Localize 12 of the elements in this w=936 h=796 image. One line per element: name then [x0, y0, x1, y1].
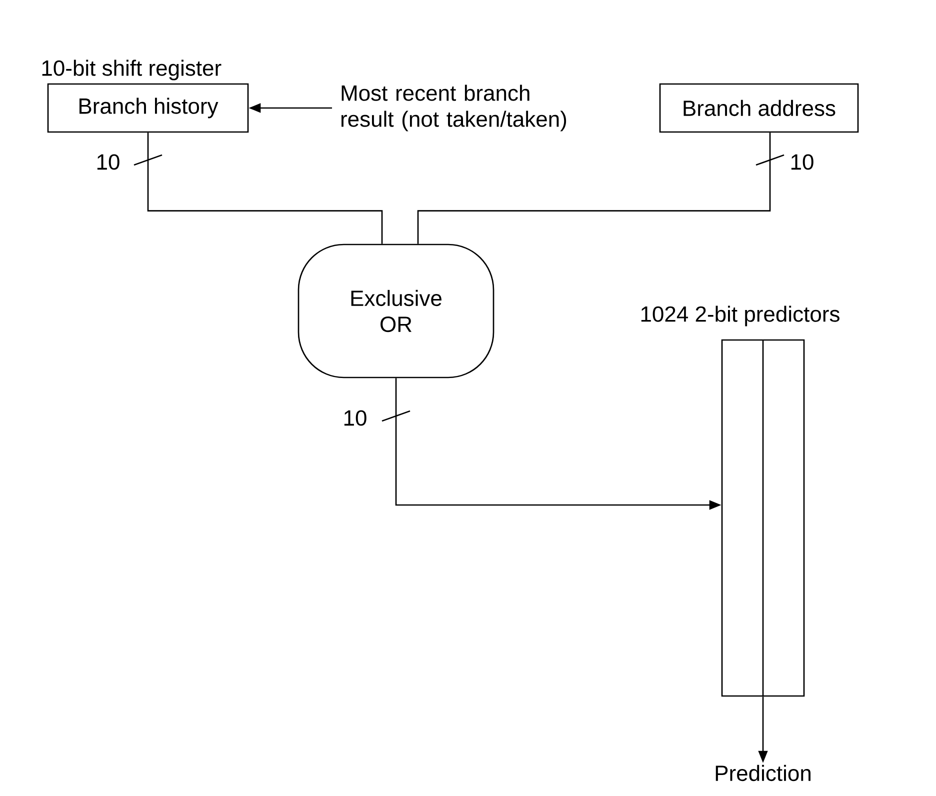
edge-label: 10: [788, 152, 816, 172]
connector: [147, 132, 383, 244]
connector: [417, 132, 771, 244]
edge-label: 10: [94, 152, 122, 172]
table-heading: 1024 2-bit predictors: [641, 306, 840, 326]
register-box: Branch address: [659, 83, 859, 133]
box-heading: 10-bit shift register: [42, 60, 222, 80]
xor-gate: Exclusive OR: [298, 244, 494, 378]
register-box: Branch history: [47, 83, 249, 133]
note-text: Prediction: [716, 764, 810, 782]
edge-label: 10: [341, 408, 369, 428]
note-text: Most recent branch result (not taken/taken): [341, 84, 566, 132]
